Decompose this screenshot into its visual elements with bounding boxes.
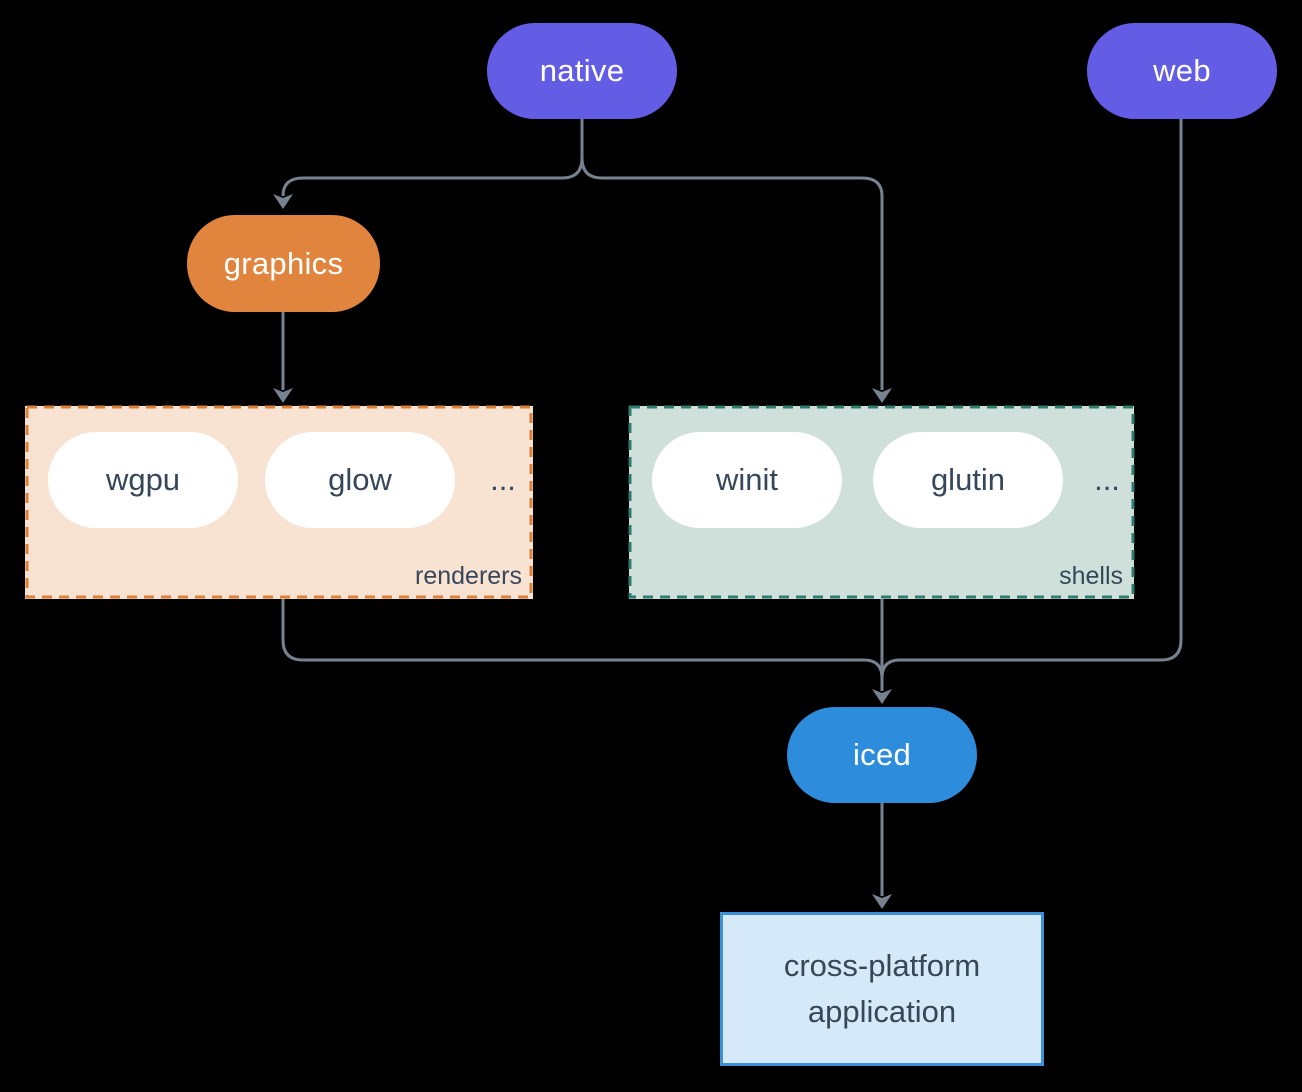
node-glutin: glutin (873, 432, 1063, 528)
arrowhead-iced (872, 689, 892, 704)
arrowhead-renderers (273, 388, 293, 403)
edge-native-graphics (281, 119, 584, 197)
node-web-label: web (1153, 53, 1211, 88)
node-glutin-label: glutin (930, 462, 1006, 497)
node-glow-label: glow (328, 462, 392, 497)
node-graphics-label: graphics (223, 245, 344, 281)
node-wgpu: wgpu (48, 432, 238, 528)
renderers-group-label: renderers (415, 562, 522, 590)
node-graphics: graphics (187, 215, 380, 312)
node-winit: winit (652, 432, 842, 528)
node-native-label: native (539, 53, 625, 88)
node-iced-label: iced (852, 737, 912, 772)
node-iced: iced (787, 707, 977, 803)
node-web: web (1087, 23, 1277, 119)
arrowhead-application (872, 894, 892, 909)
node-wgpu-label: wgpu (105, 462, 181, 497)
application-label-line2: application (807, 994, 957, 1029)
shells-ellipsis: ... (1094, 462, 1120, 497)
node-native: native (487, 23, 677, 119)
renderers-group: wgpu glow ... renderers (25, 406, 533, 599)
renderers-ellipsis: ... (490, 462, 516, 497)
arrowhead-shells (872, 388, 892, 403)
edge-native-shells (580, 119, 884, 390)
node-glow: glow (265, 432, 455, 528)
node-cross-platform-application: cross-platform application (720, 912, 1044, 1066)
shells-group-label: shells (1059, 562, 1123, 590)
shells-group: winit glutin ... shells (629, 406, 1134, 599)
edge-renderers-iced (281, 599, 884, 679)
node-winit-label: winit (715, 462, 778, 497)
application-label-line1: cross-platform (783, 947, 981, 983)
arrowhead-graphics (273, 194, 293, 209)
